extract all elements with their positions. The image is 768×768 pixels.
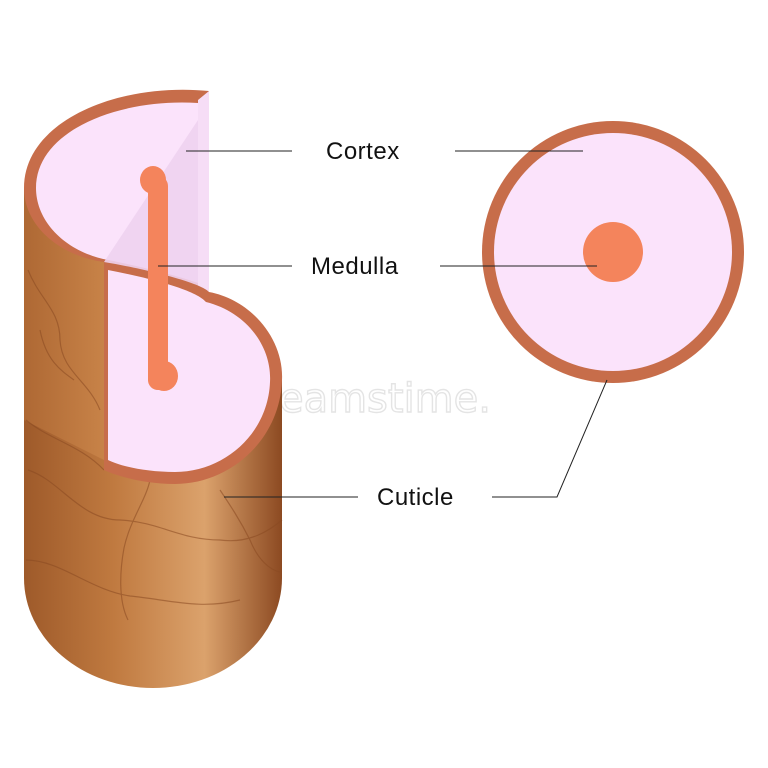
label-cuticle: Cuticle — [377, 484, 454, 511]
label-medulla: Medulla — [311, 253, 399, 280]
cross-section-medulla — [583, 222, 643, 282]
label-cortex: Cortex — [326, 138, 400, 165]
hair-cross-section — [482, 121, 744, 383]
leader-lines — [158, 150, 608, 498]
cuticle-texture — [25, 269, 283, 621]
hair-strand-3d — [24, 89, 283, 688]
medulla-rod — [140, 166, 178, 391]
cuticle-leader-right — [492, 379, 608, 498]
